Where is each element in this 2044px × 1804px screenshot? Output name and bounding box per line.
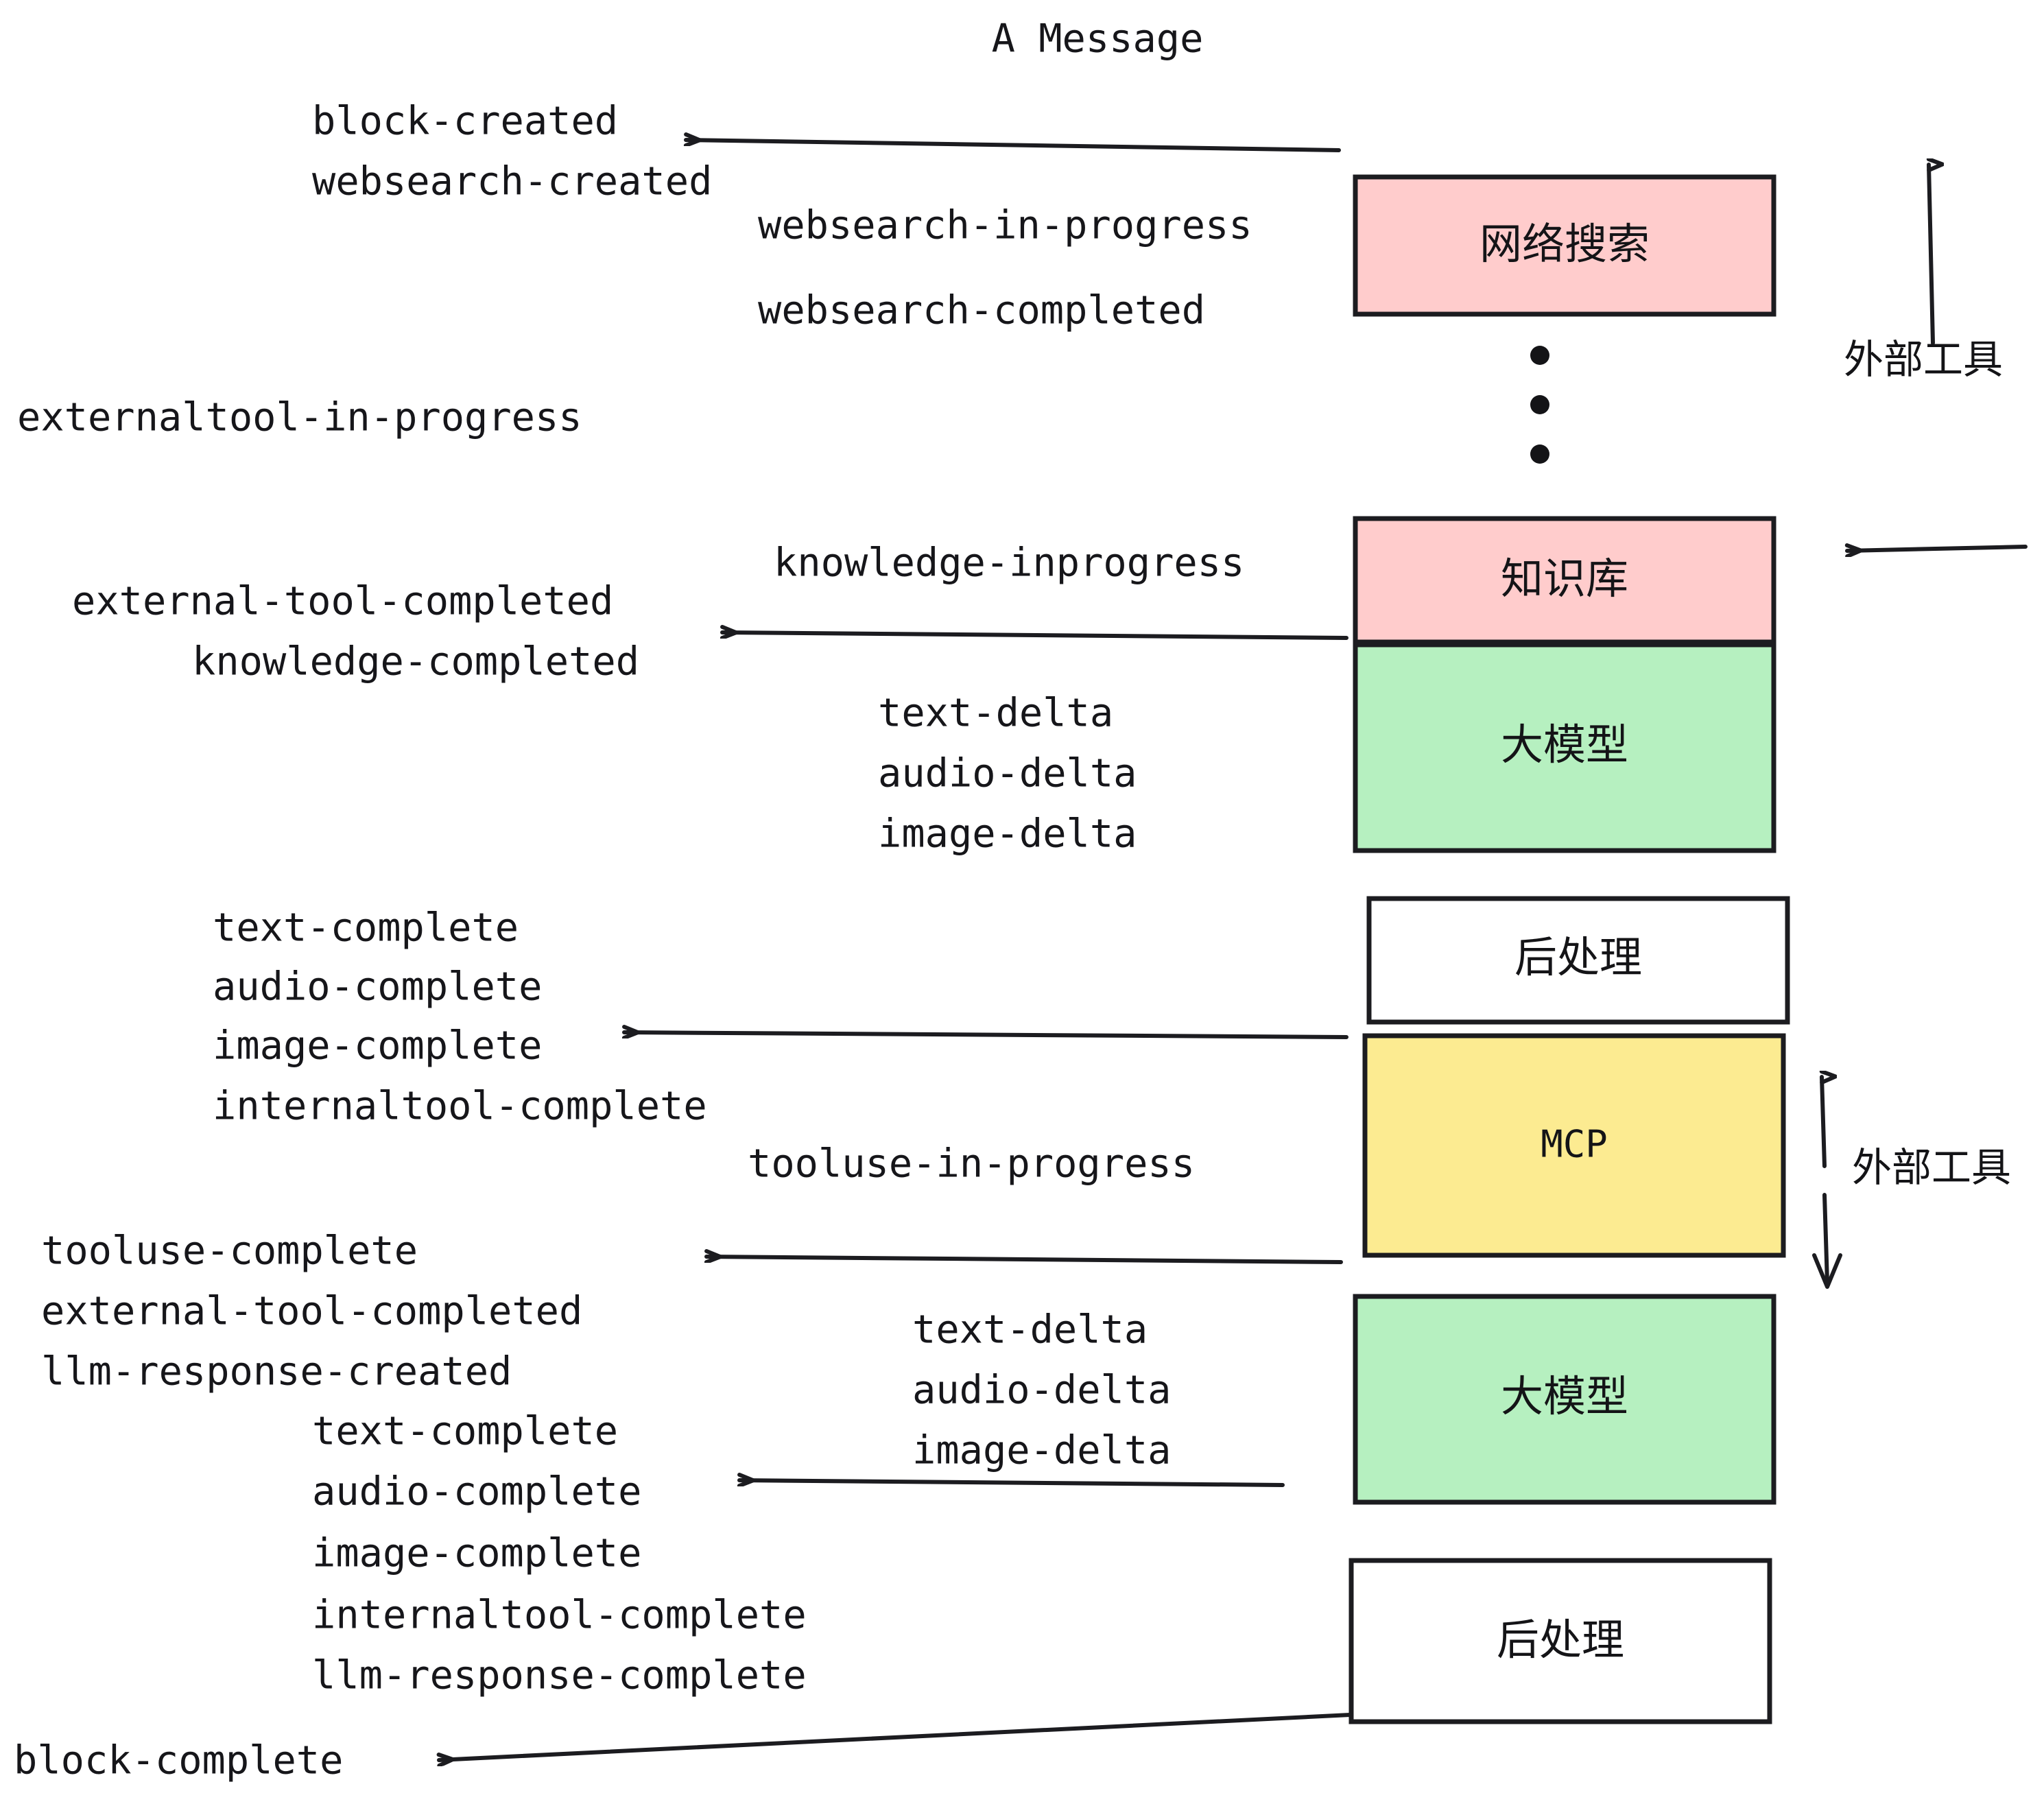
node-postprocess-1-label: 后处理 [1514, 932, 1642, 982]
node-postprocess-2[interactable]: 后处理 [1348, 1558, 1772, 1724]
external-tool-arrow-down-bottom-head [1812, 1253, 1842, 1289]
event-label: text-complete [312, 1409, 618, 1454]
event-label: tooluse-in-progress [748, 1141, 1195, 1187]
node-knowledge[interactable]: 知识库 [1353, 516, 1776, 645]
ellipsis-dot [1530, 346, 1549, 365]
event-label: text-delta [878, 691, 1113, 736]
external-tool-label-bottom: 外部工具 [1852, 1144, 2011, 1191]
ellipsis-dot [1530, 444, 1549, 464]
node-knowledge-rect[interactable] [1353, 516, 1776, 645]
event-label: knowledge-inprogress [774, 541, 1244, 586]
external-tool-label-top: 外部工具 [1844, 336, 2003, 383]
node-websearch-rect[interactable] [1353, 174, 1776, 317]
arrow-image-complete [624, 1032, 1348, 1039]
node-llm-1[interactable]: 大模型 [1353, 642, 1776, 853]
node-llm-2-rect[interactable] [1353, 1294, 1776, 1505]
event-label: websearch-created [312, 159, 712, 204]
external-tool-arrow-down-top [1847, 547, 2028, 551]
event-label: externaltool-in-progress [17, 395, 582, 440]
node-llm-1-rect[interactable] [1353, 642, 1776, 853]
event-label: websearch-completed [758, 288, 1205, 333]
arrow-audio-complete [739, 1480, 1285, 1487]
node-llm-2[interactable]: 大模型 [1353, 1294, 1776, 1505]
external-tool-bracket-bottom: 外部工具 [1812, 1077, 2011, 1289]
node-postprocess-1-rect[interactable] [1366, 896, 1790, 1025]
event-label: image-delta [912, 1428, 1172, 1473]
event-label: external-tool-completed [72, 579, 613, 624]
event-label: audio-delta [912, 1368, 1172, 1413]
external-tool-arrow-up-top [1929, 165, 1933, 345]
external-tool-arrow-down-bottom-line [1822, 1193, 1829, 1285]
node-websearch-label: 网络搜索 [1479, 219, 1650, 269]
node-mcp-label: MCP [1541, 1123, 1608, 1166]
node-mcp[interactable]: MCP [1362, 1033, 1786, 1258]
event-label: llm-response-complete [312, 1653, 807, 1698]
event-label: websearch-in-progress [758, 203, 1252, 248]
page-title: A Message [992, 16, 1204, 62]
external-tool-arrow-up-bottom [1822, 1077, 1825, 1168]
node-postprocess-2-rect[interactable] [1348, 1558, 1772, 1724]
node-postprocess-2-label: 后处理 [1497, 1615, 1624, 1665]
node-postprocess-1[interactable]: 后处理 [1366, 896, 1790, 1025]
event-label: audio-complete [312, 1469, 641, 1515]
event-label: image-delta [878, 811, 1137, 857]
arrow-tooluse-complete [706, 1257, 1343, 1264]
event-label: tooluse-complete [41, 1229, 418, 1274]
event-label: block-created [312, 99, 618, 144]
arrow-knowledge-completed [722, 632, 1348, 640]
arrow-block-created [686, 140, 1341, 152]
event-label: internaltool-complete [213, 1084, 707, 1129]
node-mcp-rect[interactable] [1362, 1033, 1786, 1258]
event-label: audio-complete [213, 964, 542, 1010]
event-label: block-complete [14, 1738, 343, 1783]
event-label: internaltool-complete [312, 1593, 807, 1638]
event-label: knowledge-completed [192, 639, 639, 685]
node-knowledge-label: 知识库 [1501, 554, 1628, 604]
event-label: text-complete [213, 905, 519, 951]
event-label: llm-response-created [41, 1349, 512, 1394]
event-label: image-complete [213, 1023, 542, 1069]
node-llm-2-label: 大模型 [1501, 1371, 1628, 1421]
ellipsis-vertical [1530, 346, 1549, 464]
node-llm-1-label: 大模型 [1501, 720, 1628, 770]
event-label: external-tool-completed [41, 1289, 582, 1334]
ellipsis-dot [1530, 395, 1549, 414]
event-label: audio-delta [878, 751, 1137, 796]
external-tool-bracket-top: 外部工具 [1844, 165, 2028, 551]
event-label: text-delta [912, 1307, 1148, 1353]
node-websearch[interactable]: 网络搜索 [1353, 174, 1776, 317]
arrow-block-complete [439, 1713, 1352, 1760]
event-label: image-complete [312, 1531, 641, 1576]
